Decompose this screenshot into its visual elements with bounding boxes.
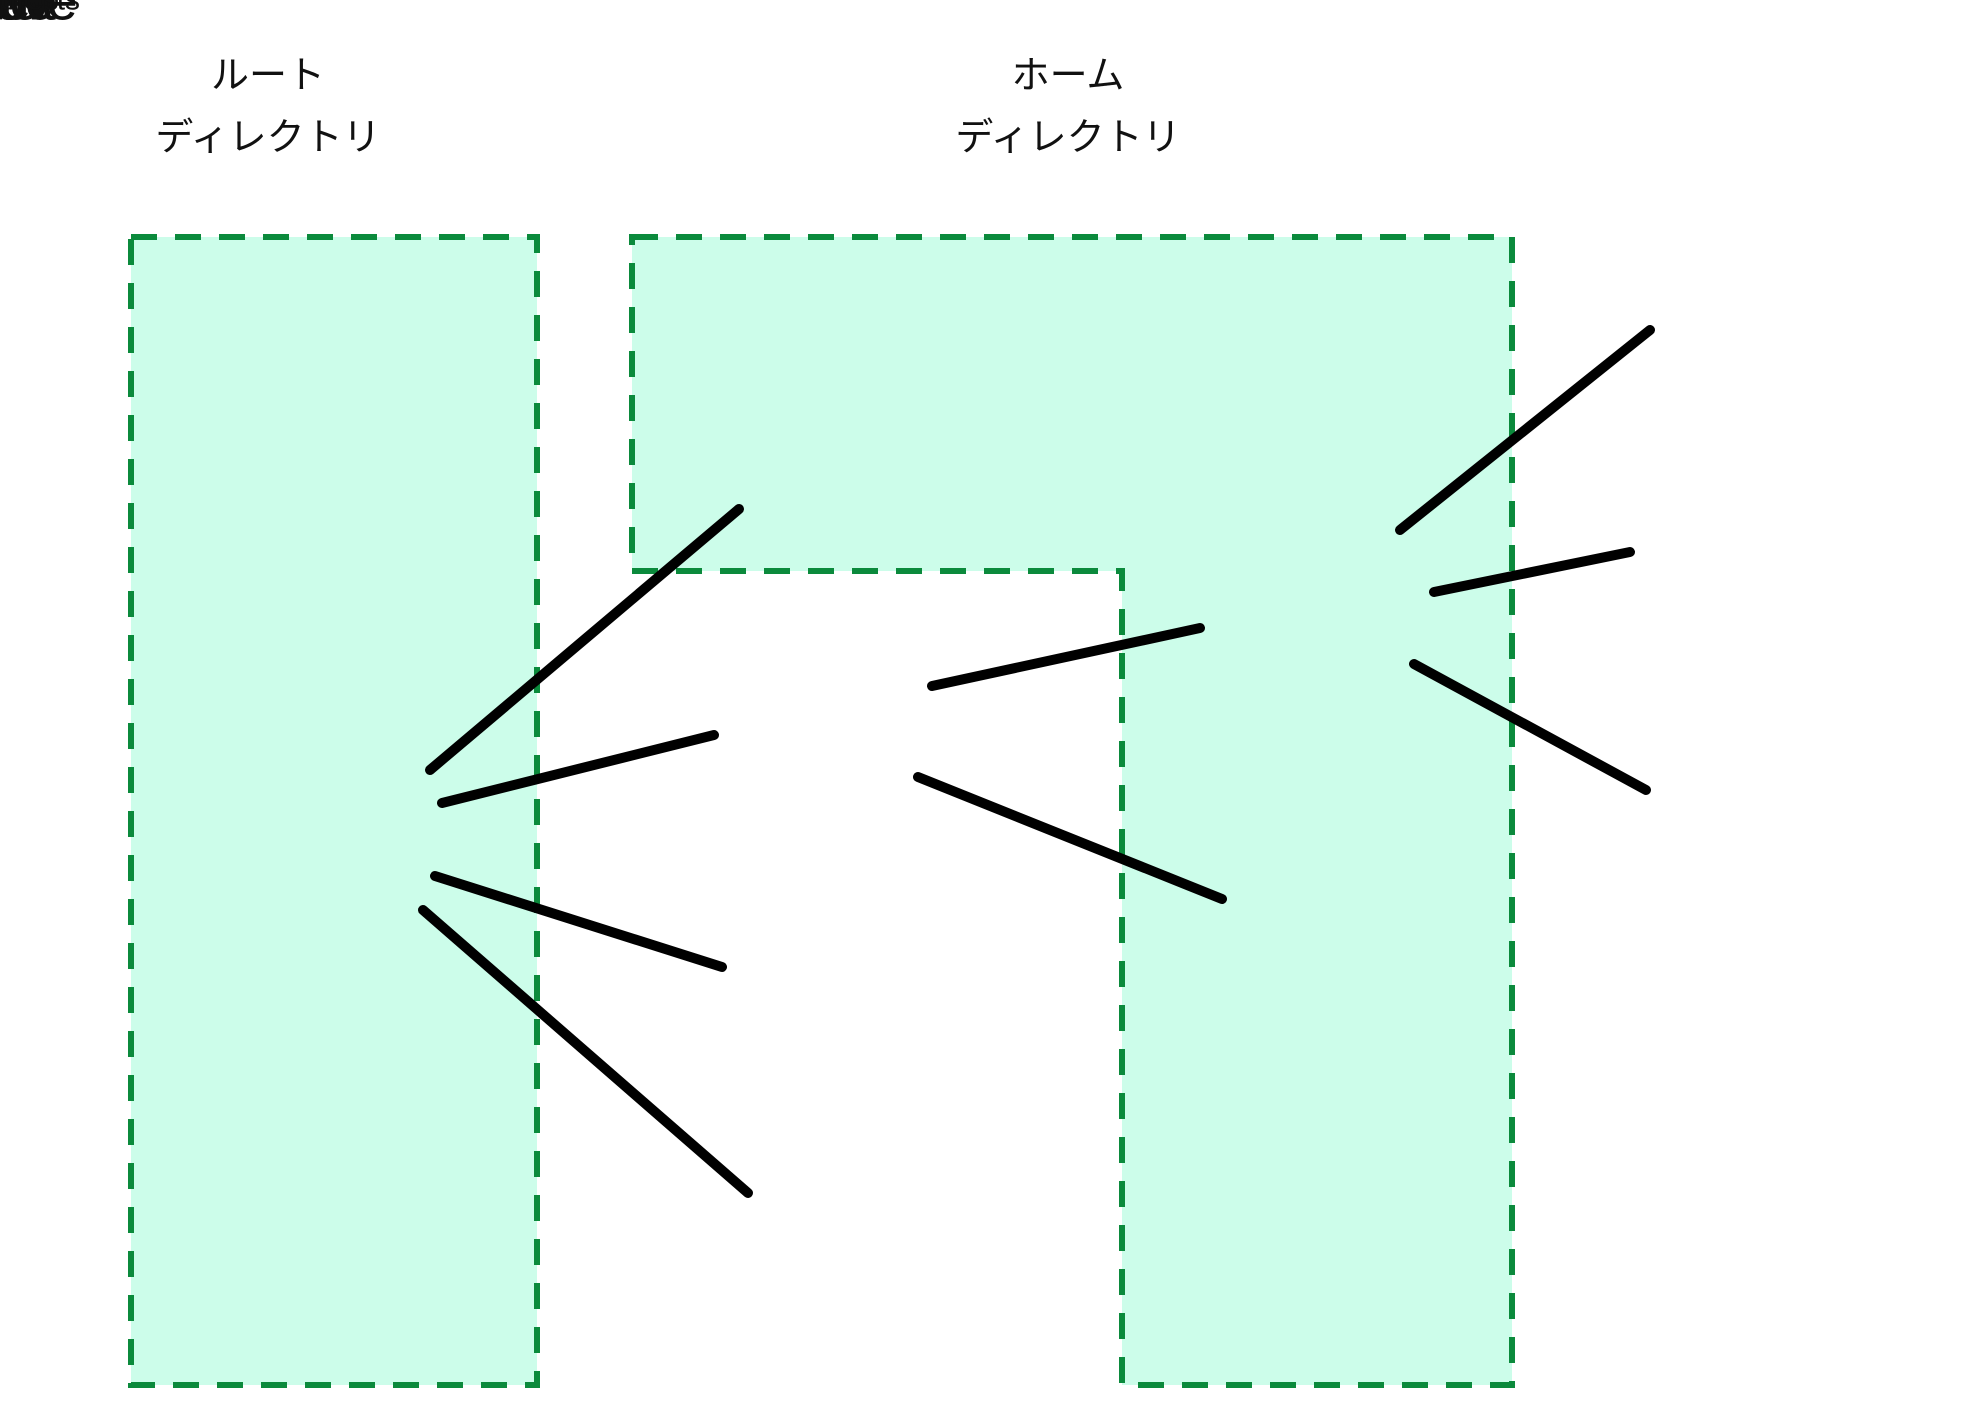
node-root-slash[interactable]: / <box>0 0 8 32</box>
node-desktop[interactable]: /Desktop <box>0 0 59 17</box>
node-root-dir-label: /root <box>0 0 56 32</box>
node-home[interactable]: /home <box>0 0 78 32</box>
node-def-label: /def <box>0 0 47 32</box>
edge-root-to-home <box>437 730 719 808</box>
edge-root-to-var <box>430 871 727 972</box>
node-abc-label: /abc <box>0 0 53 32</box>
node-def[interactable]: /def <box>0 0 47 32</box>
node-documents-label: /Documents <box>0 0 80 17</box>
node-desktop-label: /Desktop <box>0 0 59 17</box>
node-root-slash-label: / <box>0 0 8 32</box>
edge-home-to-abc <box>927 623 1205 691</box>
edge-home-to-def <box>913 772 1227 904</box>
caption-group: ルート ディレクトリ ホーム ディレクトリ <box>155 55 1180 159</box>
edge-root-to-dev <box>418 905 753 1198</box>
node-var[interactable]: /var <box>0 0 47 32</box>
root-directory-region-fill <box>131 237 537 1385</box>
edge-abc-to-documents <box>1429 547 1635 597</box>
home-directory-caption-line1: ホーム <box>1012 55 1125 97</box>
node-abc[interactable]: /abc <box>0 0 53 32</box>
node-pictures-label: /Pictures <box>0 0 58 17</box>
root-directory-caption-line2: ディレクトリ <box>155 117 380 159</box>
home-directory-region-outline <box>629 234 1515 1388</box>
node-pictures[interactable]: /Pictures <box>0 0 58 17</box>
home-directory-region-fill <box>632 237 1512 1385</box>
root-directory-caption-line1: ルート <box>211 55 325 97</box>
home-directory-caption-line2: ディレクトリ <box>955 117 1180 159</box>
edge-abc-to-desktop <box>1395 325 1655 535</box>
node-root-dir[interactable]: /root <box>0 0 56 32</box>
edge-group <box>418 325 1655 1198</box>
edge-abc-to-pictures <box>1409 659 1651 795</box>
node-dev-label: /dev <box>0 0 53 32</box>
node-var-label: /var <box>0 0 47 32</box>
node-group: / /root /home /var /dev /abc <box>0 0 80 32</box>
node-dev[interactable]: /dev <box>0 0 53 32</box>
node-documents[interactable]: /Documents <box>0 0 80 17</box>
root-directory-region-outline <box>128 234 540 1388</box>
edge-root-to-rootdir <box>425 504 744 775</box>
region-group <box>128 234 1515 1388</box>
node-home-label: /home <box>0 0 78 32</box>
